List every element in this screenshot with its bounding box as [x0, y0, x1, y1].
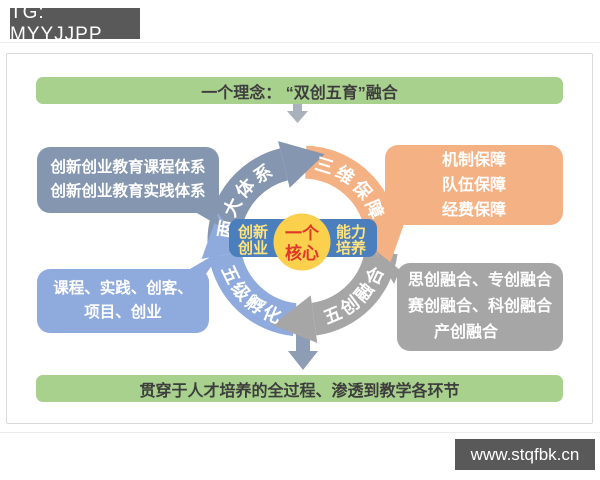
core-bar-right-line1: 能力 — [336, 223, 366, 241]
core-bar-left-line2: 创业 — [237, 239, 268, 257]
callout-line: 创新创业教育实践体系 — [50, 183, 206, 200]
callout-line: 思创融合、专创融合 — [407, 272, 552, 289]
callout-line: 经费保障 — [441, 201, 506, 219]
bottom-banner-text: 贯穿于人才培养的全过程、渗透到教学各环节 — [139, 382, 460, 400]
callout-line: 机制保障 — [441, 151, 506, 169]
arc-five-integration — [311, 249, 398, 336]
arc-three-guarantees — [304, 145, 398, 231]
callout-guarantees: 机制保障 队伍保障 经费保障 — [385, 145, 563, 225]
callout-line: 队伍保障 — [441, 176, 506, 194]
top-banner-text: 一个理念： “双创五育”融合 — [201, 84, 398, 102]
arc-arrowhead-two-systems — [278, 141, 325, 188]
core-bar-left-line1: 创新 — [237, 223, 268, 241]
core-circle-line2: 核心 — [285, 243, 319, 263]
core-bar-right-line2: 培养 — [336, 239, 367, 257]
core-circle — [273, 213, 331, 271]
arc-arrowhead-five-integration — [272, 295, 318, 343]
callout-line: 创新创业教育课程体系 — [50, 159, 206, 176]
down-arrow-icon — [288, 334, 318, 370]
top-banner: 一个理念： “双创五育”融合 — [36, 77, 563, 104]
watermark: www.stqfbk.cn — [455, 439, 595, 470]
callout-line: 项目、创业 — [84, 304, 162, 321]
tg-badge: TG: MYYJJPP — [10, 2, 140, 45]
bottom-banner: 贯穿于人才培养的全过程、渗透到教学各环节 — [36, 375, 563, 402]
callout-curriculum-systems: 创新创业教育课程体系 创新创业教育实践体系 — [37, 147, 219, 213]
bottom-divider — [0, 432, 600, 433]
callout-integrations: 思创融合、专创融合 赛创融合、科创融合 产创融合 — [397, 263, 563, 351]
watermark-text: www.stqfbk.cn — [470, 444, 580, 464]
tg-badge-text: TG: MYYJJPP — [10, 1, 103, 45]
core-circle-line1: 一个 — [285, 223, 320, 243]
down-arrow-icon — [287, 104, 308, 123]
callout-line: 产创融合 — [433, 324, 498, 341]
callout-line: 赛创融合、科创融合 — [407, 298, 552, 315]
callout-line: 课程、实践、创客、 — [53, 280, 193, 297]
callout-incubation-levels: 课程、实践、创客、 项目、创业 — [37, 269, 209, 333]
callout-tail-bottom-right — [374, 249, 400, 284]
top-divider — [0, 42, 600, 43]
